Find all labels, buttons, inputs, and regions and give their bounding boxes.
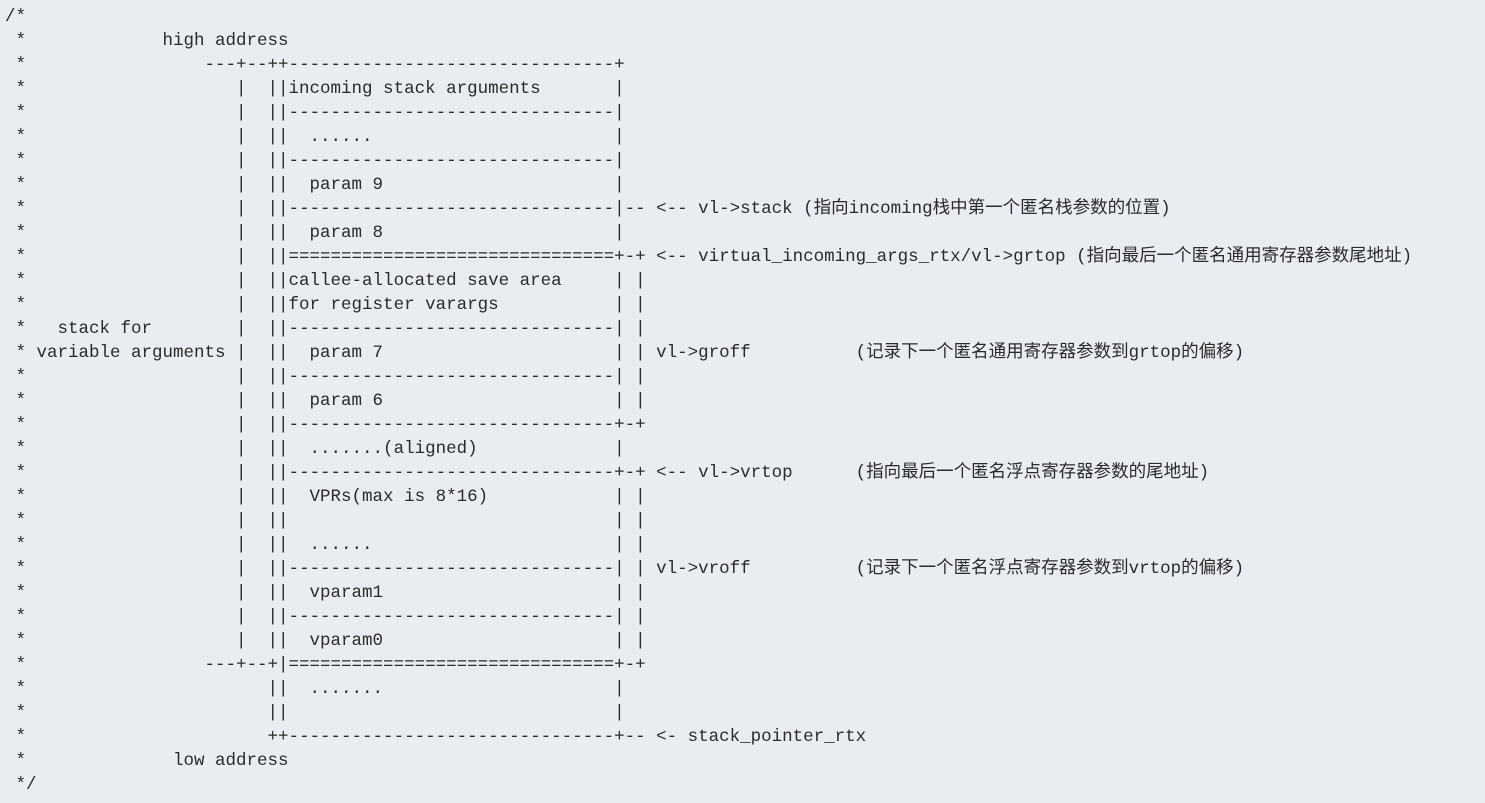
code-comment-block: /* * high address * ---+--++------------… (5, 5, 1412, 797)
code-line: * | ||incoming stack arguments | (5, 79, 625, 99)
code-line: * | || vparam1 | | (5, 583, 646, 603)
code-line: * ++-------------------------------+-- <… (5, 727, 867, 747)
code-line: * | ||-------------------------------| (5, 103, 625, 123)
code-line: * | ||-------------------------------+-+ (5, 415, 646, 435)
code-line: * | || param 9 | (5, 175, 625, 195)
code-line: * | ||callee-allocated save area | | (5, 271, 646, 291)
code-line: * | || ...... | (5, 127, 625, 147)
code-line: * ---+--+|==============================… (5, 655, 646, 675)
code-line: * | ||-------------------------------| | (5, 607, 646, 627)
code-line: * variable arguments | || param 7 | | vl… (5, 343, 1245, 363)
code-line: /* (5, 7, 27, 27)
code-line: * stack for | ||------------------------… (5, 319, 646, 339)
code-line: * | ||===============================+-+… (5, 247, 1413, 267)
code-line: * | || vparam0 | | (5, 631, 646, 651)
code-line: */ (5, 775, 37, 795)
code-line: * | || .......(aligned) | (5, 439, 625, 459)
code-line: * | ||-------------------------------|--… (5, 199, 1171, 219)
code-line: * | || param 8 | (5, 223, 625, 243)
code-line: * || | (5, 703, 625, 723)
code-line: * | || ...... | | (5, 535, 646, 555)
code-line: * | ||-------------------------------| | (5, 367, 646, 387)
code-line: * | ||for register varargs | | (5, 295, 646, 315)
code-line: * | || param 6 | | (5, 391, 646, 411)
code-line: * | ||-------------------------------| (5, 151, 625, 171)
code-line: * | ||-------------------------------| |… (5, 559, 1245, 579)
code-line: * | ||-------------------------------+-+… (5, 463, 1210, 483)
code-line: * low address (5, 751, 289, 771)
code-line: * | || | | (5, 511, 646, 531)
code-line: * high address (5, 31, 289, 51)
code-line: * | || VPRs(max is 8*16) | | (5, 487, 646, 507)
code-line: * ---+--++------------------------------… (5, 55, 625, 75)
code-line: * || ....... | (5, 679, 625, 699)
